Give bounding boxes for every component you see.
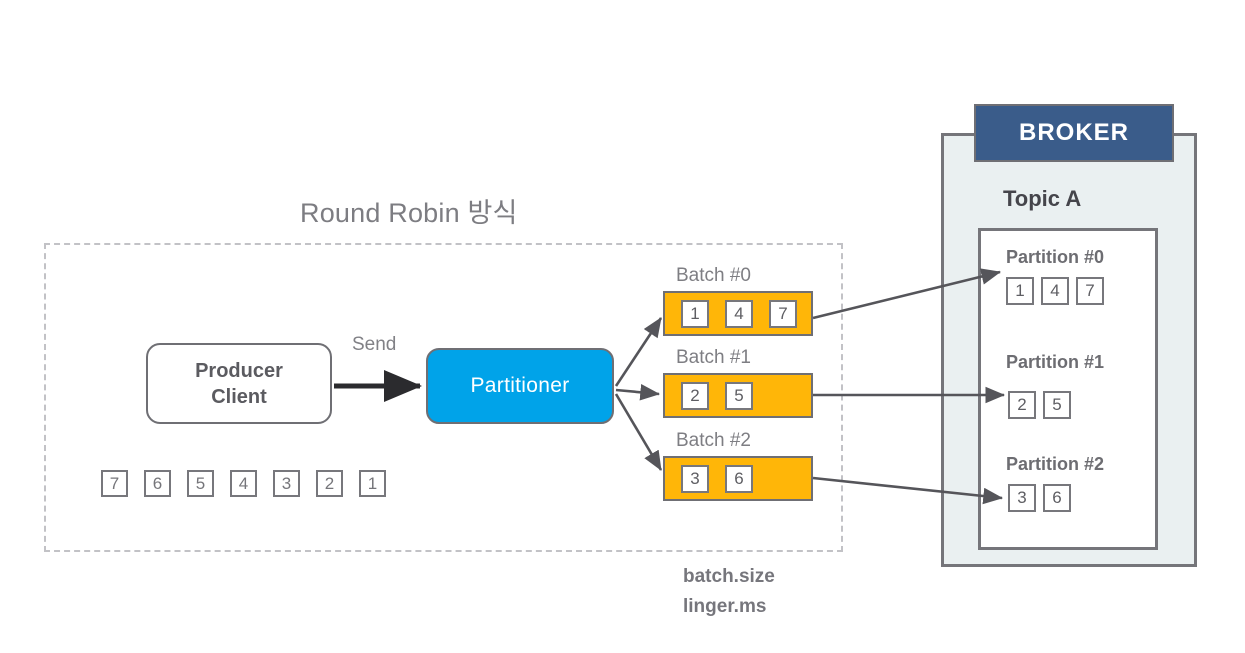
- message-cell: 7: [101, 470, 128, 497]
- partition-cells-0: 1 4 7: [1006, 277, 1104, 305]
- partition-cell: 1: [1006, 277, 1034, 305]
- partition-cell: 6: [1043, 484, 1071, 512]
- partitioner-label: Partitioner: [470, 374, 570, 397]
- batch-cell: 1: [681, 299, 709, 328]
- message-queue: 7 6 5 4 3 2 1: [101, 470, 386, 497]
- partition-cells-1: 2 5: [1008, 391, 1071, 419]
- batch-config-annotation: batch.size linger.ms: [683, 562, 775, 622]
- batch-cell: 2: [681, 381, 709, 410]
- message-cell: 4: [230, 470, 257, 497]
- batch-box-2[interactable]: 3 6: [663, 456, 813, 501]
- partition-label-2: Partition #2: [1006, 454, 1105, 474]
- message-cell: 5: [187, 470, 214, 497]
- producer-boundary: [44, 243, 843, 552]
- partition-cell: 4: [1041, 277, 1069, 305]
- message-cell: 3: [273, 470, 300, 497]
- topic-title: Topic A: [1003, 186, 1082, 211]
- batch-label-1: Batch #1: [676, 347, 751, 368]
- batch-cell: 4: [725, 299, 753, 328]
- partition-label-1: Partition #1: [1006, 352, 1105, 372]
- batch-box-0[interactable]: 1 4 7: [663, 291, 813, 336]
- batch-cell: 7: [769, 299, 797, 328]
- message-cell: 6: [144, 470, 171, 497]
- batch-label-0: Batch #0: [676, 265, 751, 286]
- send-arrow-label: Send: [352, 334, 397, 355]
- broker-header-label: BROKER: [1018, 119, 1129, 146]
- batch-cell: 3: [681, 464, 709, 493]
- broker-header: BROKER: [974, 104, 1174, 162]
- partitioner-box[interactable]: Partitioner: [426, 348, 614, 424]
- message-cell: 1: [359, 470, 386, 497]
- partition-label-0: Partition #0: [1006, 247, 1105, 267]
- producer-client-label-line1: Producer: [195, 359, 283, 382]
- batch-cell: 6: [725, 464, 753, 493]
- producer-client-label-line2: Client: [211, 385, 267, 408]
- linger-ms-label: linger.ms: [683, 596, 767, 618]
- producer-client-box[interactable]: Producer Client: [146, 343, 332, 424]
- partition-cell: 3: [1008, 484, 1036, 512]
- page-title: Round Robin 방식: [300, 198, 518, 228]
- batch-label-2: Batch #2: [676, 430, 751, 451]
- partition-cell: 5: [1043, 391, 1071, 419]
- batch-box-1[interactable]: 2 5: [663, 373, 813, 418]
- partition-cells-2: 3 6: [1008, 484, 1071, 512]
- message-cell: 2: [316, 470, 343, 497]
- batch-cell: 5: [725, 381, 753, 410]
- partition-cell: 7: [1076, 277, 1104, 305]
- batch-size-label: batch.size: [683, 566, 775, 587]
- partition-cell: 2: [1008, 391, 1036, 419]
